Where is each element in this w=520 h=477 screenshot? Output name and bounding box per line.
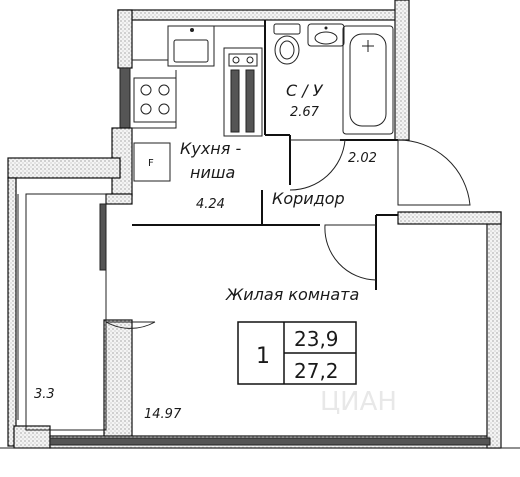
exterior-walls xyxy=(0,0,520,449)
area-summary-box: 1 23,9 27,2 xyxy=(237,321,357,385)
fridge-label: F xyxy=(148,158,154,169)
bottom-window xyxy=(49,437,491,446)
toilet-icon xyxy=(273,23,301,35)
kitchen-area: 4.24 xyxy=(196,197,225,212)
living-room-door xyxy=(324,224,377,281)
right-wall xyxy=(486,211,502,449)
stove-icon xyxy=(133,77,177,123)
bathroom-fixtures xyxy=(273,23,394,135)
bathroom-area: 2.67 xyxy=(290,105,320,120)
bathtub-icon xyxy=(342,25,394,135)
kitchen-label-line2: ниша xyxy=(190,163,235,182)
watermark-text: ЦИАН xyxy=(320,387,397,417)
living-window xyxy=(99,203,107,271)
balcony-left-wall xyxy=(7,177,17,447)
total-area: 27,2 xyxy=(294,359,339,383)
balcony-area-label: 3.3 xyxy=(34,387,55,402)
kitchen-left-wall-top xyxy=(117,9,133,69)
bathroom-label: С / У xyxy=(286,81,324,100)
right-upper-wall xyxy=(394,0,410,141)
washbasin-icon xyxy=(307,23,345,47)
living-left-wall-bottom xyxy=(103,319,133,441)
kitchen-sink-icon xyxy=(167,25,215,67)
kitchen-fixtures: F xyxy=(132,25,265,182)
top-wall xyxy=(117,9,409,21)
corridor-label: Коридор xyxy=(272,189,345,208)
room-labels: С / У 2.67 Кухня - ниша 4.24 2.02 Коридо… xyxy=(34,81,377,422)
balcony-top-wall xyxy=(7,157,121,179)
balcony-bottom-wall xyxy=(13,425,51,449)
doors xyxy=(105,139,471,329)
fridge-icon xyxy=(133,142,171,182)
kitchen-window xyxy=(119,67,131,129)
kitchen-label: Кухня - xyxy=(180,139,241,158)
living-room-area: 14.97 xyxy=(144,407,182,422)
room-count: 1 xyxy=(256,344,270,369)
entrance-door xyxy=(397,139,471,206)
bathroom-door xyxy=(289,139,346,191)
corridor-area: 2.02 xyxy=(348,151,377,166)
living-left-wall-top xyxy=(105,193,133,205)
living-room-label: Жилая комната xyxy=(225,285,359,304)
living-top-right-wall xyxy=(397,211,502,225)
washing-machine-icon xyxy=(223,47,263,137)
living-total-area: 23,9 xyxy=(294,327,339,351)
